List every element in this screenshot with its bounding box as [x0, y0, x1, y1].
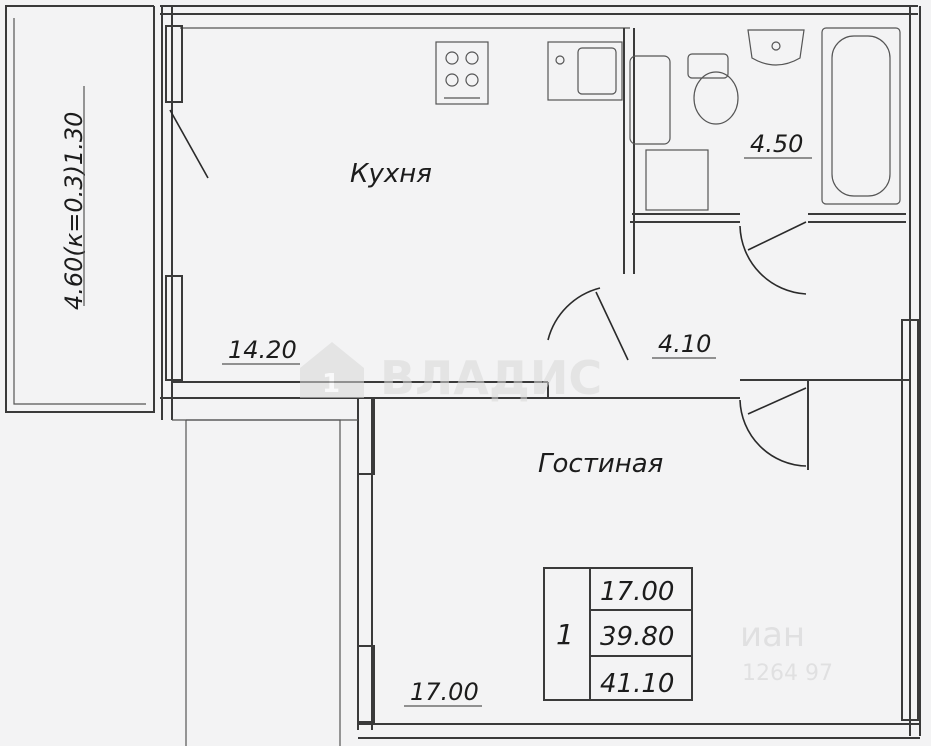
living-room-name: Гостиная	[538, 449, 663, 479]
cian-watermark: иан 1264 97	[740, 615, 833, 686]
kitchen-name: Кухня	[350, 159, 432, 189]
stove	[435, 41, 489, 105]
cian-watermark-number: 1264 97	[742, 661, 833, 686]
summary-living-area: 17.00	[600, 577, 674, 607]
living-door-leaf	[747, 387, 807, 415]
summary-rooms-count: 1	[556, 618, 574, 651]
kitchen-sink	[547, 41, 623, 101]
kitchen-door-arc	[547, 287, 601, 341]
balcony-area-label: 4.60(к=0.3)1.30	[60, 112, 88, 310]
living-door-arc	[739, 399, 807, 467]
hall-area: 4.10	[658, 330, 711, 358]
kitchen-door-leaf	[595, 291, 629, 361]
boiler	[629, 55, 671, 145]
bathroom-door-leaf	[747, 221, 807, 251]
window-living-bottom	[357, 645, 375, 723]
bathtub	[821, 27, 901, 205]
vladis-watermark: 1 ВЛАДИС	[300, 342, 602, 405]
living-room-area: 17.00	[410, 678, 479, 706]
vladis-logo-digit: 1	[322, 369, 340, 399]
window-kitchen-bottom	[165, 275, 183, 381]
summary-total-with-balcony: 41.10	[600, 669, 674, 699]
cian-watermark-text: иан	[740, 615, 805, 655]
bathroom-basin	[747, 29, 805, 66]
summary-total-area: 39.80	[600, 622, 674, 652]
bathroom-door-arc	[739, 225, 807, 295]
area-summary-table: 1 17.00 39.80 41.10	[543, 567, 693, 701]
doors	[547, 221, 807, 467]
kitchen-area: 14.20	[228, 336, 297, 364]
window-living-top	[357, 397, 375, 475]
bathroom-area: 4.50	[750, 130, 803, 158]
balcony-door	[169, 109, 209, 179]
window-kitchen-top	[165, 25, 183, 103]
vladis-watermark-text: ВЛАДИС	[380, 351, 602, 405]
toilet	[687, 53, 739, 125]
washing-machine	[645, 149, 709, 211]
